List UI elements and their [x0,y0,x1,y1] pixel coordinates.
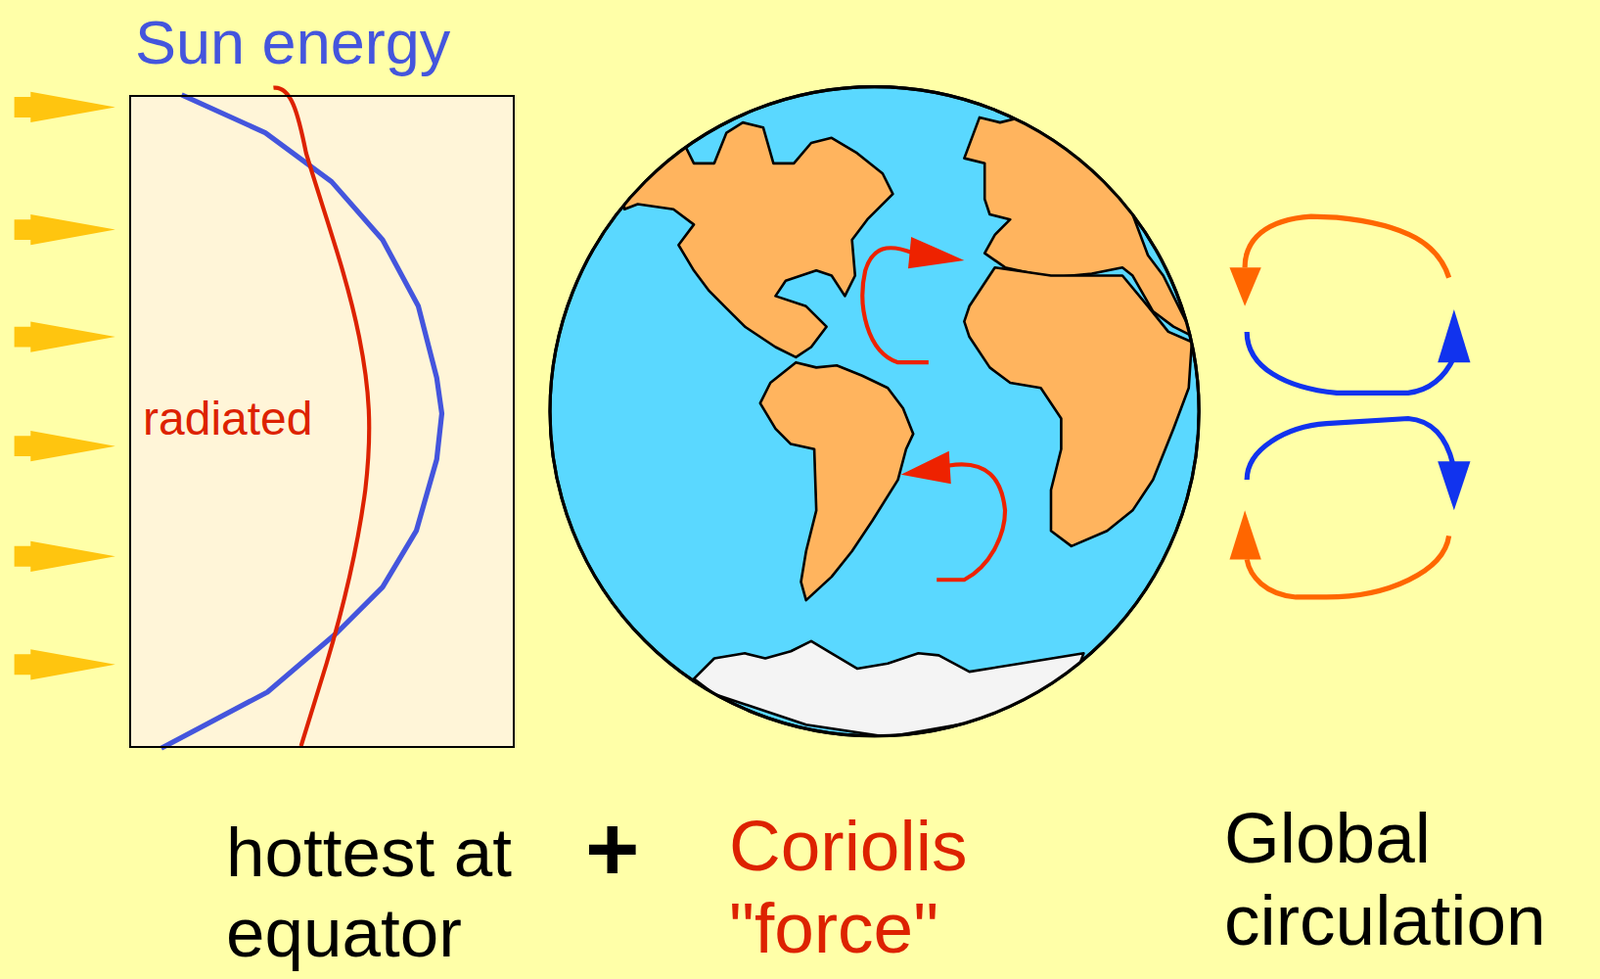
coriolis-text: Coriolis "force" [729,804,1023,969]
chart-ground [129,94,514,747]
curve-label: radiated [140,391,315,446]
plus-sign: + [585,794,664,902]
circulation-text: Global circulation [1224,796,1587,961]
africa [963,267,1192,547]
antarctica [693,640,1084,737]
sun-arrows [14,91,116,681]
curve-title: Sun energy [135,6,451,78]
south-america [760,362,914,600]
chart-box: Sun energyradiated [129,94,515,748]
north-america [622,122,893,358]
globe [549,87,1199,736]
caption-text: hottest at equator [226,812,618,972]
circulation-loops [1229,216,1470,597]
coriolis-arrows [862,236,1006,580]
